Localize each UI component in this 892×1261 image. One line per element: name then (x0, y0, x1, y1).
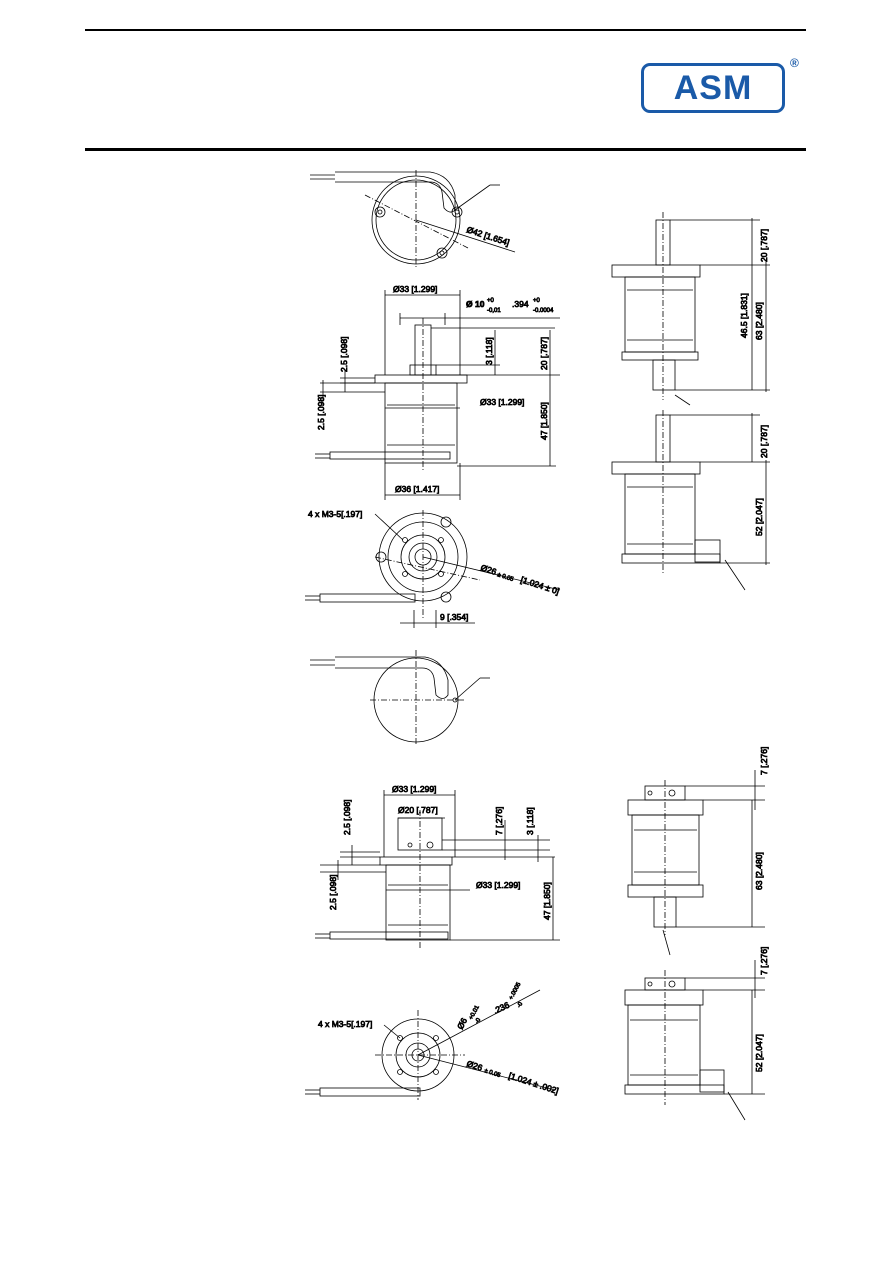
d1-base-dia: Ø36 [1.417] (395, 484, 439, 494)
asm-logo: ASM (641, 63, 785, 113)
d1-right-upper (611, 212, 770, 406)
d2-housing-length: 47 [1.850] (542, 882, 552, 920)
d2-side-view (315, 790, 560, 950)
d2-bore-inch-tol-upper: +.0005 (508, 981, 522, 1001)
d1-ru-total-length: 63 [2.480] (754, 302, 764, 340)
logo-text: ASM (673, 68, 753, 107)
registered-mark: ® (790, 56, 799, 70)
d2-hub-dia: Ø20 [.787] (398, 805, 438, 815)
d2-bore-inch: .236 (492, 1000, 511, 1016)
d1-body-dia: Ø33 [1.299] (393, 284, 437, 294)
d1-flange-a: 2.5 [.098] (339, 337, 349, 372)
d1-shaft-dia: Ø 10 (466, 299, 485, 309)
d2-ru-clamp-height: 7 [.276] (759, 747, 769, 775)
d1-top-view (310, 170, 516, 268)
d2-bolt-circle-inch: [1.024 ± .002] (507, 1070, 559, 1096)
d1-ru-shaft-length: 20 [.787] (759, 229, 769, 262)
d1-shaft-tol-upper: +0 (487, 298, 495, 304)
d2-bore-tol-upper: +0.01 (468, 1004, 481, 1021)
d2-right-upper (627, 770, 765, 956)
d1-thread-label: 4 x M3-5[.197] (308, 509, 362, 519)
d1-bolt-circle-tol: ± 0.05 (496, 572, 514, 583)
d1-side-view (315, 290, 560, 500)
d1-shaft-inch-tol-upper: +0 (533, 298, 541, 304)
header-bottom-rule (85, 148, 806, 151)
d1-shaft-length: 20 [.787] (539, 337, 549, 370)
d2-step-height: 3 [.118] (525, 807, 535, 835)
d2-ru-total-length: 63 [2.480] (754, 852, 764, 890)
d1-top-diameter: Ø42 [1.654] (465, 224, 510, 247)
d1-shaft-inch-tol-lower: -0.0004 (533, 308, 554, 314)
d2-rl-clamp-height: 7 [.276] (759, 947, 769, 975)
d2-bore-inch-tol-lower: -0 (516, 1001, 524, 1009)
d2-flange-b: 2.5 [.098] (328, 875, 338, 910)
header-top-rule (85, 29, 806, 31)
d2-clamp-height: 7 [.276] (494, 807, 504, 835)
d1-rl-body-length: 52 [2.047] (754, 498, 764, 536)
d2-top-view (310, 650, 490, 745)
d1-bottom-view (305, 510, 561, 628)
d2-body-dia: Ø33 [1.299] (392, 784, 436, 794)
d2-bottom-view (305, 989, 556, 1100)
d1-flange-b: 2.5 [.098] (316, 395, 326, 430)
d2-thread-label: 4 x M3-5[.197] (318, 1019, 372, 1029)
d1-housing-length: 47 [1.850] (539, 402, 549, 440)
d1-bolt-circle-inch: [1.024 ± 0] (519, 574, 560, 596)
d1-bolt-circle: Ø26 (479, 562, 498, 577)
d1-shaft-tol-lower: -0,01 (487, 308, 501, 314)
d1-right-lower (611, 410, 770, 591)
d1-housing-dia: Ø33 [1.299] (480, 397, 524, 407)
d1-step-height: 3 [.118] (484, 337, 494, 365)
d1-shaft-inch: .394 (512, 299, 529, 309)
d2-bolt-circle: Ø26 (465, 1058, 484, 1073)
d2-housing-dia: Ø33 [1.299] (476, 880, 520, 890)
d2-flange-a: 2.5 [.098] (342, 800, 352, 835)
d1-rl-shaft-length: 20 [.787] (759, 425, 769, 458)
d2-bore-tol-lower: -0 (474, 1017, 482, 1025)
d2-bolt-circle-tol: ± 0.05 (483, 1068, 501, 1079)
d1-offset: 9 [.354] (440, 612, 468, 622)
d1-ru-body-length: 46.5 [1.831] (739, 293, 749, 338)
d2-rl-body-length: 52 [2.047] (754, 1034, 764, 1072)
d2-right-lower (624, 960, 765, 1121)
